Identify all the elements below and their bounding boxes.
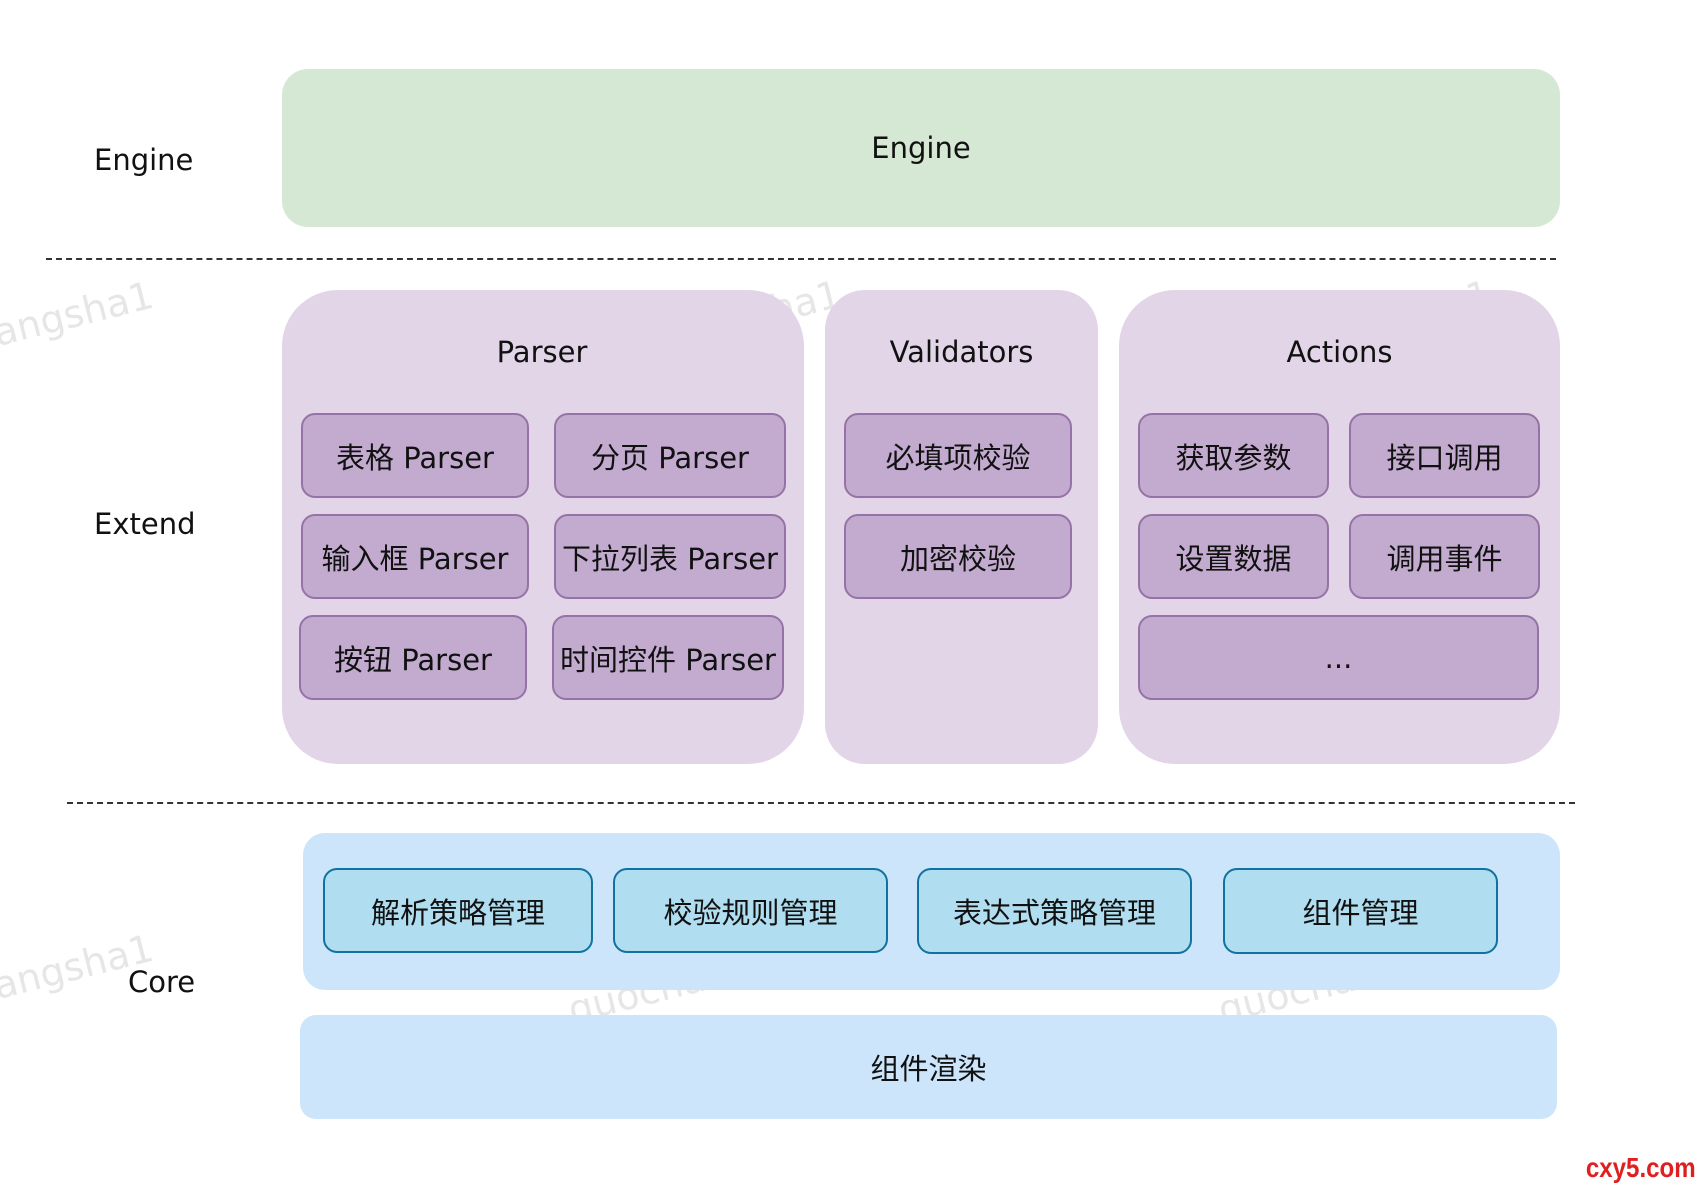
core-item: 解析策略管理 bbox=[323, 868, 593, 953]
layer-divider bbox=[46, 258, 1556, 260]
site-logo: cxy5.com bbox=[1586, 1152, 1696, 1183]
action-item: 接口调用 bbox=[1349, 413, 1540, 498]
layer-label-engine: Engine bbox=[94, 143, 194, 177]
actions-panel-title: Actions bbox=[1286, 335, 1393, 369]
action-item: 获取参数 bbox=[1138, 413, 1329, 498]
validators-panel-title: Validators bbox=[889, 335, 1034, 369]
validator-item: 必填项校验 bbox=[844, 413, 1072, 498]
parser-item: 按钮 Parser bbox=[299, 615, 527, 700]
layer-label-extend: Extend bbox=[94, 507, 196, 541]
core-item: 校验规则管理 bbox=[613, 868, 888, 953]
parser-item: 输入框 Parser bbox=[301, 514, 529, 599]
watermark-text: angsha1 bbox=[0, 272, 158, 356]
engine-box: Engine bbox=[282, 69, 1560, 227]
layer-divider bbox=[67, 802, 1575, 804]
action-item-more: ... bbox=[1138, 615, 1539, 700]
action-item: 设置数据 bbox=[1138, 514, 1329, 599]
action-item: 调用事件 bbox=[1349, 514, 1540, 599]
core-item: 组件管理 bbox=[1223, 868, 1498, 954]
core-item: 表达式策略管理 bbox=[917, 868, 1192, 954]
layer-label-core: Core bbox=[128, 965, 196, 999]
parser-item: 下拉列表 Parser bbox=[554, 514, 786, 599]
parser-item: 表格 Parser bbox=[301, 413, 529, 498]
validator-item: 加密校验 bbox=[844, 514, 1072, 599]
parser-item: 分页 Parser bbox=[554, 413, 786, 498]
parser-item: 时间控件 Parser bbox=[552, 615, 784, 700]
render-box: 组件渲染 bbox=[300, 1015, 1557, 1119]
parser-panel-title: Parser bbox=[496, 335, 588, 369]
